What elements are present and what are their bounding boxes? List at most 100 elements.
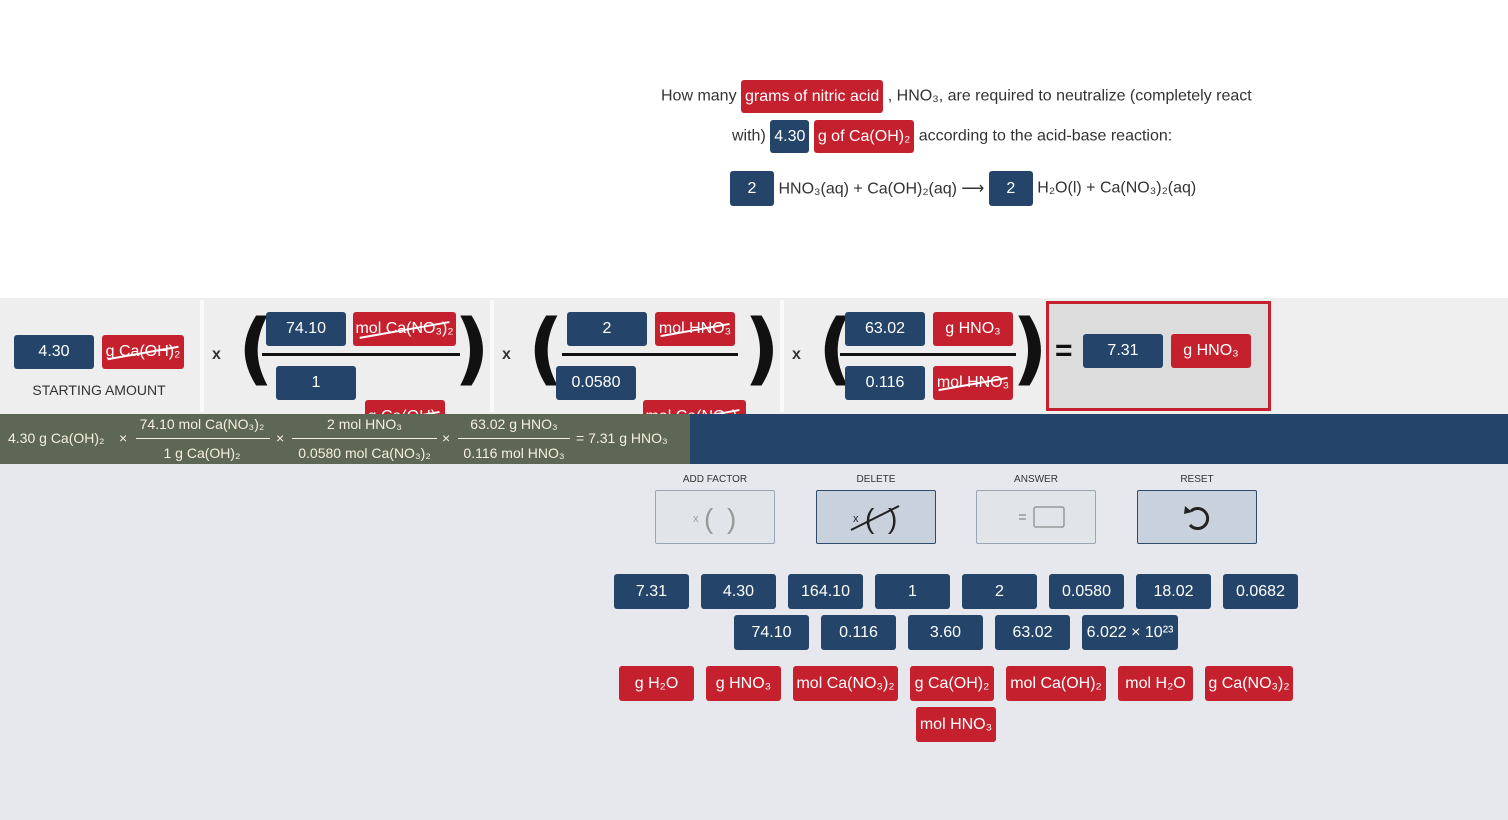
summary-factor-3-numerator: 63.02 g HNO₃	[470, 416, 558, 432]
delete-button[interactable]: x ( )	[816, 490, 936, 544]
number-tile[interactable]: 164.10	[788, 574, 863, 609]
equals-sign: =	[1055, 334, 1073, 367]
summary-fraction-line	[136, 438, 270, 439]
question-line-1: How many grams of nitric acid , HNO₃, ar…	[0, 80, 1508, 113]
fraction-bar	[562, 353, 738, 356]
factor-3-numerator-unit[interactable]: g HNO₃	[933, 312, 1013, 346]
summary-factor-2-numerator: 2 mol HNO₃	[327, 416, 402, 432]
number-tile[interactable]: 7.31	[614, 574, 689, 609]
equation-text: HNO₃(aq) + Ca(OH)₂(aq) ⟶	[778, 180, 985, 198]
reaction-equation: 2 HNO₃(aq) + Ca(OH)₂(aq) ⟶ 2 H₂O(l) + Ca…	[0, 171, 1508, 206]
question-text: with)	[732, 127, 766, 145]
equation-text: H₂O(l) + Ca(NO₃)₂(aq)	[1037, 179, 1197, 197]
unit-tile[interactable]: mol Ca(NO₃)₂	[793, 666, 898, 701]
factor-2-denominator-value[interactable]: 0.0580	[556, 366, 636, 400]
add-factor-icon: x ( )	[693, 503, 736, 534]
unit-tile[interactable]: g HNO₃	[706, 666, 781, 701]
summary-bar: 4.30 g Ca(OH)₂ × 74.10 mol Ca(NO₃)₂ 1 g …	[0, 414, 1508, 464]
summary-factor-1-numerator: 74.10 mol Ca(NO₃)₂	[139, 416, 265, 432]
summary-factor-2-denominator: 0.0580 mol Ca(NO₃)₂	[298, 445, 431, 461]
svg-text:): )	[727, 503, 736, 534]
fraction-bar	[840, 353, 1016, 356]
dimensional-analysis-workspace: 4.30 g Ca(OH)₂ STARTING AMOUNT x ( 74.10…	[0, 298, 1508, 434]
factor-2-numerator-value[interactable]: 2	[567, 312, 647, 346]
question-target-tag: grams of nitric acid	[741, 80, 884, 113]
delete-label: DELETE	[856, 474, 896, 485]
factor-2-panel[interactable]: x ( 2 mol HNO₃ 0.0580 mol Ca(NO₃)₂ )	[494, 302, 780, 434]
factor-3-denominator-value[interactable]: 0.116	[845, 366, 925, 400]
divider	[200, 300, 204, 412]
factor-1-numerator-value[interactable]: 74.10	[266, 312, 346, 346]
starting-amount-panel: 4.30 g Ca(OH)₂ STARTING AMOUNT	[0, 302, 200, 410]
number-tile[interactable]: 0.0580	[1049, 574, 1124, 609]
number-tile[interactable]: 18.02	[1136, 574, 1211, 609]
reset-icon	[1184, 506, 1210, 530]
number-tile[interactable]: 2	[962, 574, 1037, 609]
multiply-sign: x	[792, 346, 801, 363]
number-tile[interactable]: 1	[875, 574, 950, 609]
factor-1-denominator-value[interactable]: 1	[276, 366, 356, 400]
right-paren: )	[454, 304, 490, 394]
factor-3-panel[interactable]: x ( 63.02 g HNO₃ 0.116 mol HNO₃ )	[784, 302, 1048, 410]
unit-tile[interactable]: g Ca(OH)₂	[910, 666, 994, 701]
unit-tile[interactable]: g Ca(NO₃)₂	[1205, 666, 1293, 701]
answer-button[interactable]	[976, 490, 1096, 544]
svg-text:x: x	[853, 513, 859, 525]
factor-1-panel[interactable]: x ( 74.10 mol Ca(NO₃)₂ 1 g Ca(OH)₂ )	[204, 302, 490, 434]
start-unit-chip[interactable]: g Ca(OH)₂	[102, 335, 184, 369]
summary-times: ×	[276, 430, 285, 446]
number-tile[interactable]: 0.0682	[1223, 574, 1298, 609]
factor-2-numerator-unit[interactable]: mol HNO₃	[655, 312, 735, 346]
number-tile[interactable]: 74.10	[734, 615, 809, 650]
answer-value-chip[interactable]: 7.31	[1083, 334, 1163, 368]
factor-3-denominator-unit[interactable]: mol HNO₃	[933, 366, 1013, 400]
add-factor-button[interactable]: x ( )	[655, 490, 775, 544]
question-area: How many grams of nitric acid , HNO₃, ar…	[0, 0, 1508, 298]
question-text: according to the acid-base reaction:	[918, 127, 1173, 145]
delete-factor-icon: x ( )	[850, 503, 900, 534]
number-tile[interactable]: 4.30	[701, 574, 776, 609]
add-factor-label: ADD FACTOR	[682, 474, 748, 485]
summary-fraction-line	[292, 438, 437, 439]
start-value-chip[interactable]: 4.30	[14, 335, 94, 369]
answer-box[interactable]: = 7.31 g HNO₃	[1046, 301, 1271, 411]
summary-fraction-line	[458, 438, 570, 439]
number-tile[interactable]: 6.022 × 10²³	[1082, 615, 1178, 650]
number-tile[interactable]: 63.02	[995, 615, 1070, 650]
question-text: How many	[661, 87, 737, 105]
summary-expression: 4.30 g Ca(OH)₂ × 74.10 mol Ca(NO₃)₂ 1 g …	[0, 414, 690, 464]
answer-box-icon	[1019, 506, 1065, 528]
question-line-2: with) 4.30 g of Ca(OH)₂ according to the…	[0, 120, 1508, 153]
coefficient-box: 2	[988, 171, 1033, 206]
starting-amount-label: STARTING AMOUNT	[32, 382, 166, 398]
answer-label: ANSWER	[1014, 474, 1058, 485]
summary-start: 4.30 g Ca(OH)₂	[8, 430, 105, 446]
divider	[490, 300, 494, 412]
number-tile[interactable]: 3.60	[908, 615, 983, 650]
given-unit-tag: g of Ca(OH)₂	[813, 120, 915, 153]
summary-times: ×	[119, 430, 128, 446]
reset-button[interactable]	[1137, 490, 1257, 544]
divider	[780, 300, 784, 412]
factor-1-numerator-unit[interactable]: mol Ca(NO₃)₂	[353, 312, 456, 346]
answer-unit-chip[interactable]: g HNO₃	[1171, 334, 1251, 368]
unit-tile[interactable]: g H₂O	[619, 666, 694, 701]
given-value-tag: 4.30	[770, 120, 810, 153]
multiply-sign: x	[502, 346, 511, 363]
right-paren: )	[1012, 304, 1048, 394]
svg-text:(: (	[704, 503, 714, 534]
unit-tile[interactable]: mol HNO₃	[916, 707, 996, 742]
multiply-sign: x	[212, 346, 221, 363]
svg-text:): )	[888, 503, 897, 534]
svg-text:x: x	[693, 513, 699, 525]
number-tile[interactable]: 0.116	[821, 615, 896, 650]
factor-3-numerator-value[interactable]: 63.02	[845, 312, 925, 346]
summary-result: = 7.31 g HNO₃	[576, 430, 668, 446]
reset-label: RESET	[1180, 474, 1214, 485]
unit-tile[interactable]: mol Ca(OH)₂	[1006, 666, 1106, 701]
unit-tile[interactable]: mol H₂O	[1118, 666, 1193, 701]
svg-text:(: (	[865, 503, 875, 534]
summary-factor-1-denominator: 1 g Ca(OH)₂	[163, 445, 241, 461]
coefficient-box: 2	[730, 171, 774, 206]
summary-factor-3-denominator: 0.116 mol HNO₃	[463, 445, 565, 461]
